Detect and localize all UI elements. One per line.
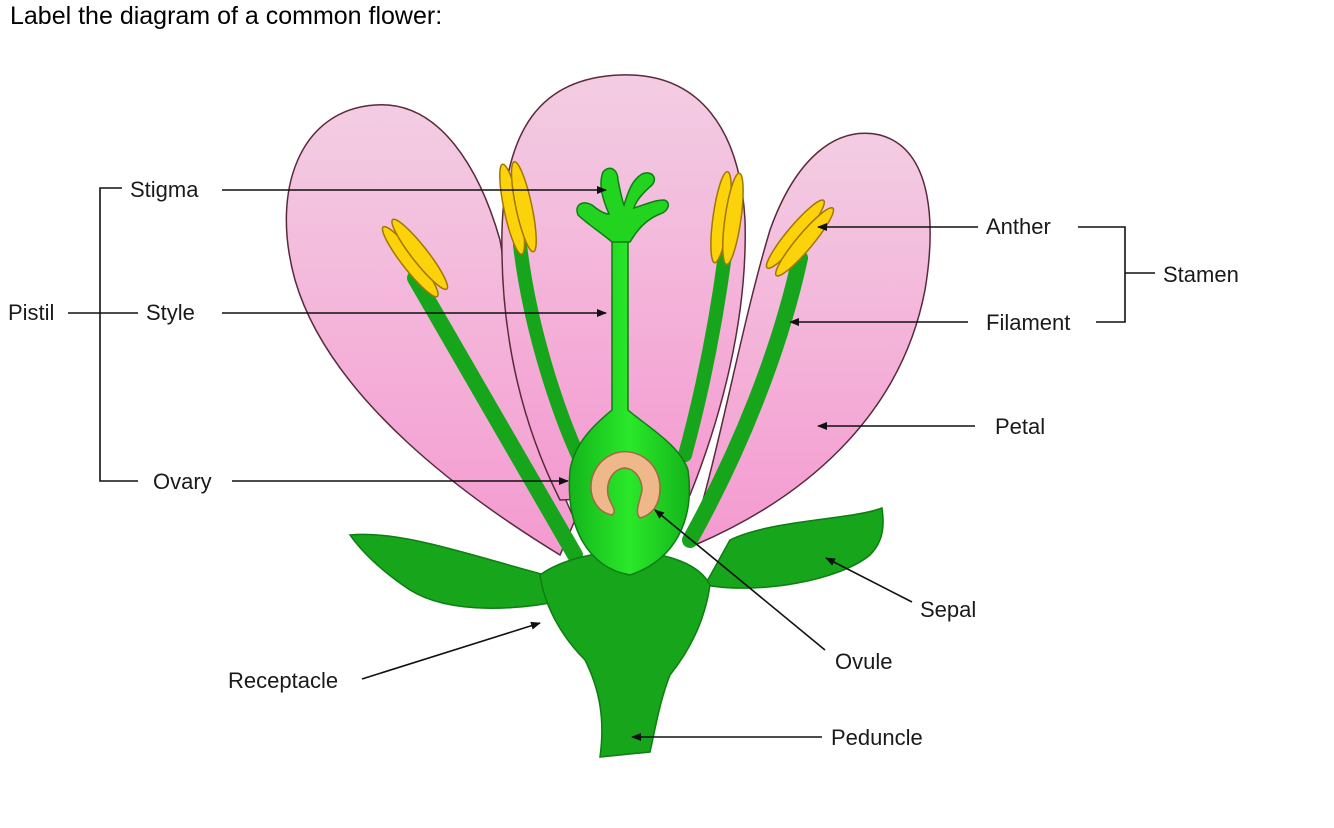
- petal-right: [688, 132, 931, 546]
- label-ovary: Ovary: [153, 469, 212, 494]
- sepal-right: [703, 506, 884, 589]
- filament-inner-left: [513, 238, 592, 477]
- stamen-bracket: [1078, 226, 1155, 323]
- label-pistil: Pistil: [8, 300, 54, 325]
- pistil: [568, 167, 691, 576]
- label-filament: Filament: [986, 310, 1070, 335]
- filament-left: [407, 270, 583, 563]
- leader-lines: [68, 186, 1155, 741]
- filament-right: [682, 250, 808, 548]
- pistil-bracket: [68, 187, 138, 482]
- label-petal: Petal: [995, 414, 1045, 439]
- anther-left: [381, 218, 449, 298]
- ovule-pointer: [654, 509, 826, 651]
- label-ovule: Ovule: [835, 649, 892, 674]
- labels: Stigma Style Ovary Pistil Anther Filamen…: [8, 177, 1239, 750]
- label-stigma: Stigma: [130, 177, 199, 202]
- sepal-pointer: [825, 557, 913, 603]
- page-heading: Label the diagram of a common flower:: [10, 2, 443, 30]
- label-anther: Anther: [986, 214, 1051, 239]
- filament-inner-right: [678, 248, 732, 462]
- receptacle-pointer: [361, 621, 541, 680]
- label-receptacle: Receptacle: [228, 668, 338, 693]
- label-peduncle: Peduncle: [831, 725, 923, 750]
- receptacle: [539, 551, 711, 758]
- base: [348, 506, 884, 758]
- label-sepal: Sepal: [920, 597, 976, 622]
- sepal-left: [348, 533, 567, 609]
- label-style: Style: [146, 300, 195, 325]
- ovule-shape: [590, 450, 661, 519]
- anther-inner-right: [710, 170, 744, 266]
- stamens: [381, 160, 835, 563]
- label-stamen: Stamen: [1163, 262, 1239, 287]
- anther-inner-left: [499, 160, 537, 256]
- stigma-shape: [576, 167, 670, 243]
